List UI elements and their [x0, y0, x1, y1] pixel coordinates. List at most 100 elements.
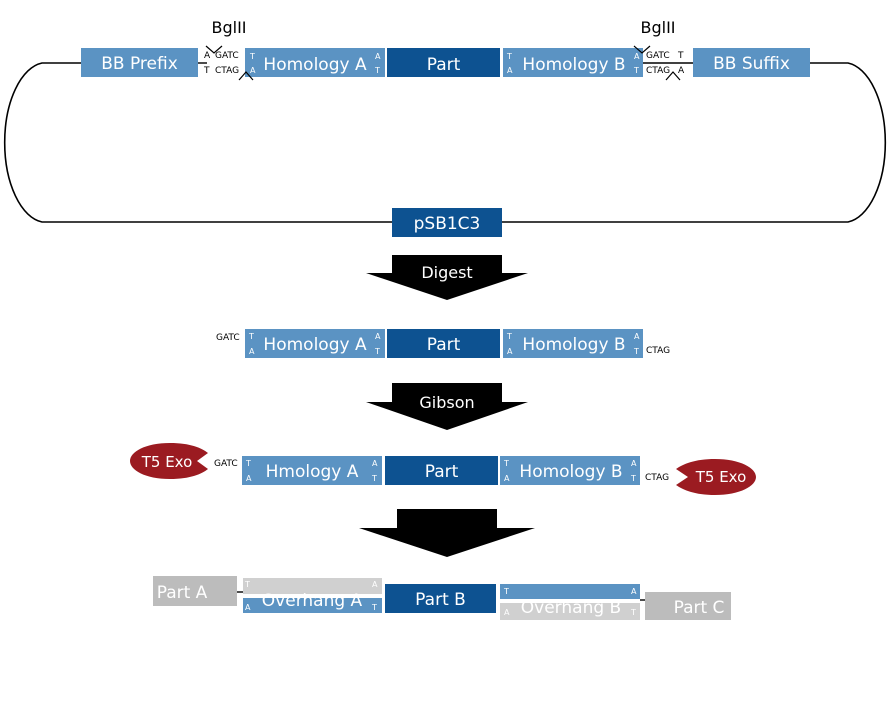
overhang-left: GATC	[216, 333, 240, 343]
site-bottom: CTAG	[646, 66, 670, 76]
part-box	[387, 329, 500, 358]
base-label: T	[374, 66, 380, 75]
t5-exo-right-label: T5 Exo	[695, 468, 747, 486]
bglii-site-left: BglII	[211, 18, 246, 37]
part-box	[385, 456, 498, 485]
base-label: T	[506, 52, 512, 61]
base-label: T	[503, 587, 509, 596]
base-label: T	[203, 66, 210, 76]
base-label: A	[631, 459, 637, 468]
homology-a-label: Homology A	[263, 335, 367, 355]
part-label: Part	[427, 55, 461, 75]
homology-a-box	[242, 456, 382, 485]
gibson-fragment: T5 Exo T5 Exo GATC Hmology A T A A T Par…	[130, 443, 756, 495]
base-label: T	[677, 51, 684, 61]
overhang-b-strand	[500, 584, 640, 599]
restriction-site-right: GATC CTAG T A	[633, 45, 685, 81]
homology-a-label: Homology A	[263, 55, 367, 75]
homology-b-label: Homology B	[522, 55, 625, 75]
base-label: A	[634, 52, 640, 61]
plasmid-backbone	[3, 62, 887, 223]
bb-prefix-box	[81, 48, 198, 77]
psb1c3-box	[392, 208, 502, 237]
base-label: T	[630, 474, 636, 483]
plasmid-construct: BglII BglII BB Prefix Homology A T A A T…	[3, 18, 887, 237]
site-top: GATC	[646, 51, 670, 61]
digest-label: Digest	[421, 263, 472, 282]
part-label: Part	[427, 335, 461, 355]
part-box	[387, 48, 500, 77]
base-label: A	[246, 474, 252, 483]
homology-a-box	[245, 329, 385, 358]
base-label: T	[633, 66, 639, 75]
base-label: T	[371, 474, 377, 483]
part-c-box	[645, 592, 731, 620]
digest-step: Digest	[366, 255, 528, 300]
bglii-site-right: BglII	[640, 18, 675, 37]
overhang-right: CTAG	[646, 346, 670, 356]
restriction-site-left: A T GATC CTAG	[203, 45, 254, 81]
base-label: A	[631, 587, 637, 596]
bb-prefix-label: BB Prefix	[101, 54, 178, 74]
base-label: T	[244, 580, 250, 589]
part-a-label: Part A	[157, 583, 208, 603]
base-label: T	[374, 347, 380, 356]
base-label: T	[630, 608, 636, 617]
part-a-box	[153, 576, 237, 606]
base-label: A	[375, 52, 381, 61]
gibson-arrow	[366, 383, 528, 430]
base-label: T	[633, 347, 639, 356]
part-b-box	[385, 584, 496, 613]
overhang-a-strand	[243, 598, 382, 613]
homology-b-box	[503, 48, 643, 77]
homology-b-box	[500, 456, 640, 485]
t5-exo-right	[676, 459, 756, 495]
base-label: A	[507, 66, 513, 75]
bb-suffix-box	[693, 48, 810, 77]
digested-fragment: GATC Homology A T A A T Part Homology B …	[216, 329, 670, 358]
overhang-left: GATC	[214, 459, 238, 469]
gibson-step: Gibson	[366, 383, 528, 430]
base-label: A	[507, 347, 513, 356]
cut-mark	[633, 45, 651, 54]
base-label: T	[249, 52, 255, 61]
cut-mark	[665, 71, 681, 81]
base-label: A	[245, 603, 251, 612]
overhang-b-box	[500, 603, 640, 620]
base-label: A	[375, 332, 381, 341]
part-label: Part	[425, 462, 459, 482]
base-label: T	[503, 459, 509, 468]
psb1c3-label: pSB1C3	[414, 214, 481, 234]
bb-suffix-label: BB Suffix	[713, 54, 790, 74]
part-b-label: Part B	[415, 590, 466, 610]
homology-a-box	[245, 48, 385, 77]
base-label: T	[506, 332, 512, 341]
site-top: GATC	[215, 51, 239, 61]
t5-exo-left	[130, 443, 208, 479]
cut-mark	[238, 71, 254, 81]
digest-arrow	[366, 255, 528, 300]
gibson-label: Gibson	[419, 393, 474, 412]
overhang-right: CTAG	[645, 473, 669, 483]
overhang-a-box	[243, 578, 382, 594]
final-assembly: Part A Overhang A T A A T Part B Overhan…	[153, 576, 731, 620]
base-label: A	[504, 474, 510, 483]
t5-exo-left-label: T5 Exo	[141, 453, 193, 471]
site-bottom: CTAG	[215, 66, 239, 76]
cut-mark	[205, 45, 223, 54]
homology-b-box	[503, 329, 643, 358]
assembly-arrow	[359, 509, 535, 557]
base-label: A	[372, 459, 378, 468]
homology-a-label: Hmology A	[266, 462, 359, 482]
base-label: A	[634, 332, 640, 341]
base-label: A	[372, 580, 378, 589]
base-label: A	[250, 66, 256, 75]
homology-b-label: Homology B	[522, 335, 625, 355]
homology-b-label: Homology B	[519, 462, 622, 482]
overhang-b-label: Overhang B	[521, 598, 621, 618]
base-label: T	[245, 459, 251, 468]
base-label: A	[249, 347, 255, 356]
overhang-a-label: Overhang A	[262, 591, 363, 611]
base-label: T	[371, 603, 377, 612]
